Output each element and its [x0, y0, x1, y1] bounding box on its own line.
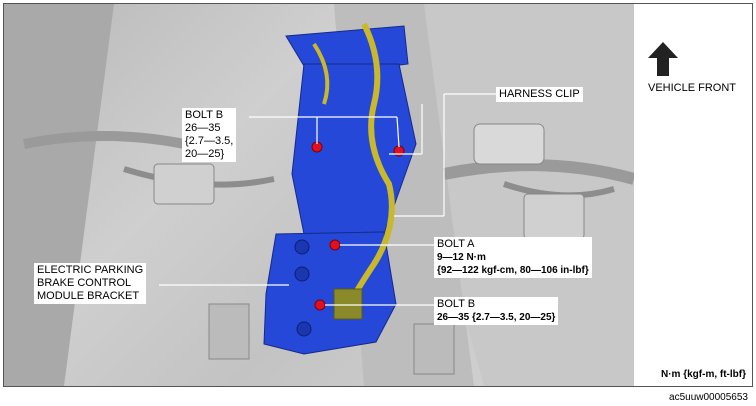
arrow-up-icon: [648, 42, 678, 76]
leader-line: [396, 116, 400, 148]
vehicle-front-label: VEHICLE FRONT: [647, 82, 736, 94]
floor-bracket: [208, 303, 250, 360]
bracket-line-2: BRAKE CONTROL: [37, 277, 132, 289]
connector-block: [473, 123, 545, 165]
wiring-harness: [312, 42, 330, 105]
bolt-a-callout: BOLT A 9—12 N·m {92—122 kgf-cm, 80—106 i…: [434, 237, 592, 278]
bolt-b-lower-spec-1: 26—35 {2.7—3.5, 20—25}: [437, 312, 556, 323]
floor-bracket: [153, 163, 215, 205]
diagram-frame: BOLT B 26—35 {2.7—3.5, 20—25} HARNESS CL…: [3, 3, 753, 387]
left-panel-shape: [4, 4, 114, 386]
figure-id: ac5uuw00005653: [669, 392, 748, 403]
bolt-b-lower-name: BOLT B: [437, 298, 476, 310]
bolt-b-upper-callout: BOLT B 26—35 {2.7—3.5, 20—25}: [182, 108, 237, 162]
bolt-b-upper-name: BOLT B: [185, 109, 224, 121]
bracket-line-1: ELECTRIC PARKING: [37, 264, 144, 276]
harness-clip-callout: HARNESS CLIP: [496, 87, 583, 102]
floor-bracket: [523, 193, 585, 240]
bolt-a-spec-2: {92—122 kgf-cm, 80—106 in-lbf}: [437, 265, 589, 276]
bolt-b-upper-spec-3: 20—25}: [185, 148, 225, 160]
bracket-line-3: MODULE BRACKET: [37, 290, 140, 302]
bolt-a-name: BOLT A: [437, 238, 475, 250]
bracket-callout: ELECTRIC PARKING BRAKE CONTROL MODULE BR…: [34, 263, 147, 304]
bracket-hole: [294, 266, 310, 282]
bolt-b-upper-spec-2: {2.7—3.5,: [185, 135, 234, 147]
wiring-harness: [341, 22, 395, 316]
lower-bracket: [263, 231, 397, 355]
harness-connector: [333, 288, 363, 320]
floor-bracket: [413, 323, 455, 375]
bolt-b-lower-callout: BOLT B 26—35 {2.7—3.5, 20—25}: [434, 297, 559, 325]
bolt-a: [329, 239, 341, 251]
bolt-b-lower: [314, 299, 326, 311]
photo-illustration: [4, 4, 634, 386]
bolt-b-upper-spec-1: 26—35: [185, 122, 221, 134]
bracket-hole: [294, 239, 310, 255]
vehicle-photo: BOLT B 26—35 {2.7—3.5, 20—25} HARNESS CL…: [4, 4, 634, 386]
units-label: N·m {kgf-m, ft-lbf}: [661, 369, 746, 380]
harness-clip-label: HARNESS CLIP: [499, 88, 580, 100]
bolt-a-spec-1: 9—12 N·m: [437, 252, 486, 263]
floor-rib: [442, 159, 634, 185]
bracket-hole: [296, 321, 312, 337]
